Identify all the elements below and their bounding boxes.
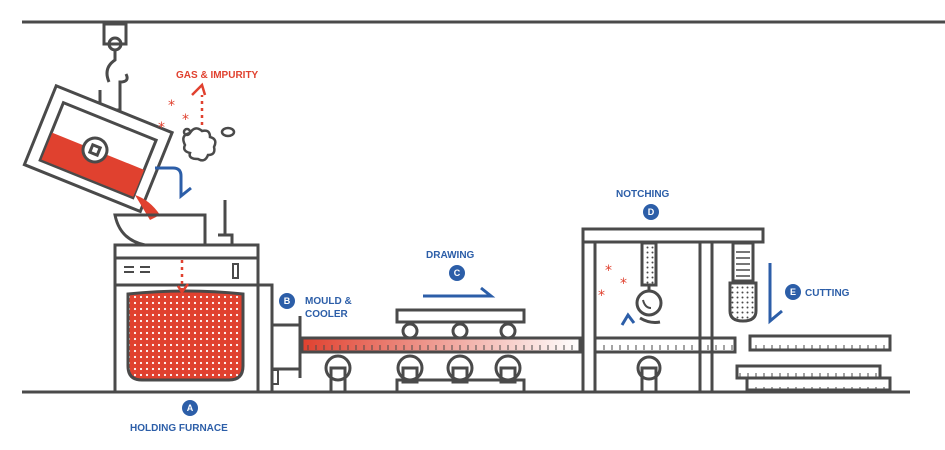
gas-arrow-icon (176, 82, 207, 295)
holding-furnace-label: HOLDING FURNACE (130, 423, 228, 434)
mould-cooler (270, 316, 302, 378)
cut-rod (745, 376, 892, 392)
gas-impurity-label: GAS & IMPURITY (176, 70, 259, 81)
svg-text:E: E (790, 287, 796, 297)
svg-text:A: A (187, 403, 194, 413)
spark-icon: *** *** (158, 98, 627, 304)
holding-furnace (113, 243, 279, 394)
svg-text:*: * (182, 112, 189, 128)
svg-text:D: D (648, 207, 655, 217)
badge-c: C (449, 265, 465, 281)
badge-a: A (182, 400, 198, 416)
drawing-carriage (395, 308, 526, 394)
cutting-arrow-icon (768, 263, 783, 325)
mould-label-2: COOLER (305, 309, 349, 320)
svg-text:B: B (284, 296, 291, 306)
drawing-arrow-icon (423, 286, 496, 298)
svg-text:*: * (620, 276, 627, 292)
crane-hook (98, 22, 129, 112)
ladle (22, 83, 175, 214)
drawing-label: DRAWING (426, 250, 475, 261)
badge-e: E (785, 284, 801, 300)
pour-arrow-icon (155, 166, 192, 200)
svg-text:C: C (454, 268, 461, 278)
notching-label: NOTCHING (616, 189, 670, 200)
cutting-label: CUTTING (805, 288, 850, 299)
tundish (113, 213, 207, 247)
svg-text:*: * (158, 120, 165, 136)
support-roller (324, 354, 352, 394)
notch-arrow-icon (620, 312, 636, 326)
cut-rod (735, 364, 882, 380)
svg-text:*: * (605, 263, 612, 279)
mould-label-1: MOULD & (305, 296, 352, 307)
svg-text:*: * (168, 98, 175, 114)
smoke-icon (182, 126, 236, 162)
notching-frame (581, 227, 765, 394)
badge-b: B (279, 293, 295, 309)
cut-rod (748, 334, 892, 352)
cutter (728, 241, 758, 323)
svg-text:*: * (598, 288, 605, 304)
badge-d: D (643, 204, 659, 220)
